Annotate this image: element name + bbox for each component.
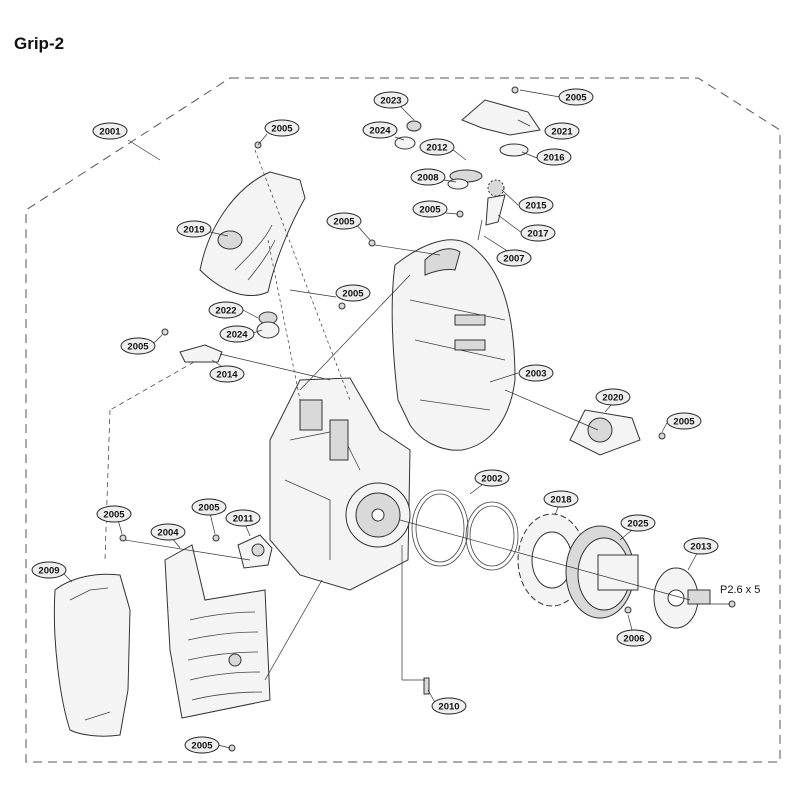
callout-2002: 2002 xyxy=(474,469,510,487)
assembly-boundary xyxy=(25,77,781,763)
callout-2005: 2005 xyxy=(120,337,156,355)
svg-text:2005: 2005 xyxy=(673,417,695,428)
svg-text:2003: 2003 xyxy=(525,369,546,380)
callout-2007: 2007 xyxy=(496,249,532,267)
page-title: Grip-2 xyxy=(14,34,65,53)
part-2013-end-plate xyxy=(653,567,711,629)
callout-2003: 2003 xyxy=(518,364,554,382)
svg-text:2011: 2011 xyxy=(233,514,254,525)
callout-2021: 2021 xyxy=(544,122,580,140)
part-2003-right-housing xyxy=(391,239,516,451)
part-2019-upper-cover xyxy=(199,171,306,296)
callout-2006: 2006 xyxy=(616,629,652,647)
callout-2016: 2016 xyxy=(536,148,572,166)
callout-2014: 2014 xyxy=(209,365,245,383)
callout-2004: 2004 xyxy=(150,523,186,541)
svg-text:2016: 2016 xyxy=(543,153,564,164)
part-callouts: 2001 2005 2023 2005 2021 2024 2012 2016 … xyxy=(31,88,719,754)
svg-text:2005: 2005 xyxy=(333,217,355,228)
part-2004-grip-shell xyxy=(164,544,271,719)
svg-text:2021: 2021 xyxy=(551,127,573,138)
callout-2025: 2025 xyxy=(620,514,656,532)
svg-text:2005: 2005 xyxy=(103,510,125,521)
svg-text:2010: 2010 xyxy=(438,702,459,713)
callout-2024: 2024 xyxy=(219,325,255,343)
callout-2019: 2019 xyxy=(176,220,212,238)
callout-2017: 2017 xyxy=(520,224,556,242)
svg-text:2009: 2009 xyxy=(38,566,59,577)
svg-text:2022: 2022 xyxy=(215,306,236,317)
callout-2020: 2020 xyxy=(595,388,631,406)
callout-2022: 2022 xyxy=(208,301,244,319)
part-2011-block xyxy=(237,534,273,569)
svg-text:2002: 2002 xyxy=(481,474,502,485)
part-central-chassis xyxy=(269,377,411,591)
part-2022-washer xyxy=(256,311,280,339)
svg-text:2024: 2024 xyxy=(369,126,391,137)
svg-text:2023: 2023 xyxy=(380,96,401,107)
callout-2008: 2008 xyxy=(410,168,446,186)
part-2020-bracket xyxy=(569,409,641,456)
svg-text:2017: 2017 xyxy=(527,229,548,240)
callout-2018: 2018 xyxy=(543,490,579,508)
part-2002-o-rings xyxy=(411,489,519,571)
callout-2011: 2011 xyxy=(225,509,261,527)
callout-2005: 2005 xyxy=(335,284,371,302)
svg-text:2013: 2013 xyxy=(690,542,711,553)
svg-text:2005: 2005 xyxy=(271,124,293,135)
svg-text:2005: 2005 xyxy=(565,93,587,104)
part-top-knob-stack xyxy=(394,99,541,241)
part-2009-grip-rubber xyxy=(53,573,131,737)
callout-2005: 2005 xyxy=(558,88,594,106)
svg-text:2012: 2012 xyxy=(426,143,447,154)
svg-text:2008: 2008 xyxy=(417,173,438,184)
callout-2012: 2012 xyxy=(419,138,455,156)
callout-2005: 2005 xyxy=(326,212,362,230)
svg-text:2005: 2005 xyxy=(191,741,213,752)
svg-text:2024: 2024 xyxy=(226,330,248,341)
svg-text:2005: 2005 xyxy=(342,289,364,300)
part-2014-clip xyxy=(179,344,223,363)
callout-2013: 2013 xyxy=(683,537,719,555)
svg-text:2018: 2018 xyxy=(550,495,571,506)
svg-text:2005: 2005 xyxy=(198,503,220,514)
screw-spec-label: P2.6 x 5 xyxy=(720,584,760,596)
callout-2005: 2005 xyxy=(191,498,227,516)
callout-2023: 2023 xyxy=(373,91,409,109)
callout-2009: 2009 xyxy=(31,561,67,579)
svg-text:2001: 2001 xyxy=(99,127,121,138)
callout-2015: 2015 xyxy=(518,196,554,214)
svg-text:2005: 2005 xyxy=(419,205,441,216)
callout-2005: 2005 xyxy=(412,200,448,218)
svg-text:2019: 2019 xyxy=(183,225,204,236)
svg-text:2020: 2020 xyxy=(602,393,623,404)
svg-text:2014: 2014 xyxy=(216,370,238,381)
svg-text:2006: 2006 xyxy=(623,634,644,645)
callout-2005: 2005 xyxy=(666,412,702,430)
callout-2024: 2024 xyxy=(362,121,398,139)
svg-text:2005: 2005 xyxy=(127,342,149,353)
callout-2010: 2010 xyxy=(431,697,467,715)
callout-2005: 2005 xyxy=(184,736,220,754)
svg-text:2015: 2015 xyxy=(525,201,547,212)
callout-2005: 2005 xyxy=(96,505,132,523)
part-2025-ring-assembly xyxy=(565,525,639,619)
callout-2005: 2005 xyxy=(264,119,300,137)
callout-2001: 2001 xyxy=(92,122,128,140)
svg-text:2007: 2007 xyxy=(503,254,524,265)
svg-text:2025: 2025 xyxy=(627,519,649,530)
svg-text:2004: 2004 xyxy=(157,528,179,539)
